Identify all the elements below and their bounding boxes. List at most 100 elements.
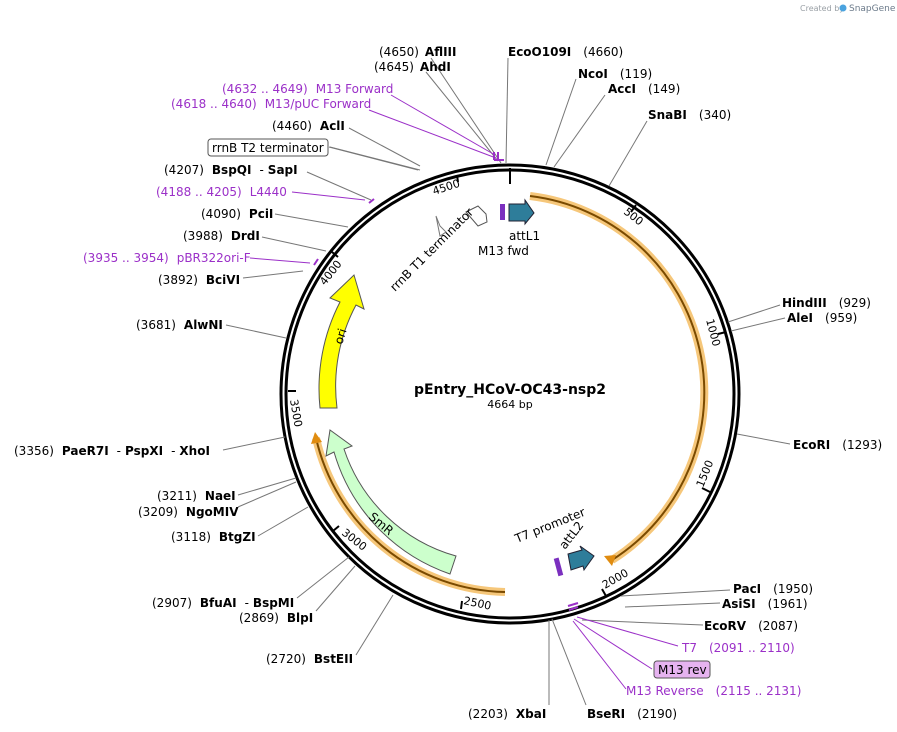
site-label[interactable]: EcoO109I(4660) xyxy=(508,45,623,59)
leader-line xyxy=(249,257,311,264)
site-label[interactable]: SnaBI(340) xyxy=(648,108,731,122)
leader-line xyxy=(274,213,349,228)
rrnb-t2-feature xyxy=(435,215,447,237)
m13-rev-label: M13 rev xyxy=(658,663,707,677)
leader-line xyxy=(237,481,297,508)
site-label[interactable]: (3988)DrdI xyxy=(183,229,260,243)
m13-rev-box[interactable]: M13 rev xyxy=(653,660,711,679)
primer-mark xyxy=(313,258,319,266)
m13-fwd-label: M13 fwd xyxy=(478,244,529,258)
leader-line xyxy=(291,191,366,201)
leader-line xyxy=(390,94,496,156)
m13-rev-box-frame xyxy=(653,660,711,679)
orf-main-arc xyxy=(529,195,706,561)
backbone-outer-ring xyxy=(279,163,741,625)
tick-mark xyxy=(332,525,340,532)
leader-line xyxy=(505,57,509,164)
primer-leader-lines xyxy=(249,94,679,690)
site-label[interactable]: (2907)BfuAI-BspMI xyxy=(152,596,294,610)
primer-mark xyxy=(567,602,579,607)
tick-label: 2500 xyxy=(462,594,492,613)
leader-line xyxy=(727,304,781,323)
orf-main-arrowhead-icon xyxy=(604,555,616,566)
primer-label[interactable]: M13 Reverse(2115 .. 2131) xyxy=(626,684,801,698)
rrnb-t2-label: rrnB T2 terminator xyxy=(212,141,324,155)
attl2-feature[interactable] xyxy=(567,545,595,572)
leader-line xyxy=(368,109,497,159)
primer-mark xyxy=(568,606,579,611)
site-label[interactable]: AccI(149) xyxy=(608,82,680,96)
attl1-feature[interactable] xyxy=(508,198,535,226)
leader-line xyxy=(425,71,499,162)
primer-marks xyxy=(313,152,579,611)
m13-fwd-primer-bar xyxy=(500,204,505,220)
tick-mark xyxy=(601,588,607,597)
site-label[interactable]: (3211)NaeI xyxy=(157,489,236,503)
primer-label[interactable]: (4618 .. 4640)M13/pUC Forward xyxy=(171,97,371,111)
position-ticks: 500 1000 1500 2000 2500 3000 3500 4000 4… xyxy=(287,174,727,613)
leader-line xyxy=(222,436,286,451)
rrnb-t1-label: rrnB T1 terminator xyxy=(387,205,476,294)
tick-mark xyxy=(717,331,727,335)
orf-smr-arrowhead-icon xyxy=(311,432,322,444)
leader-line xyxy=(624,602,721,608)
snapgene-credit: Created by SnapGene xyxy=(800,4,896,14)
leader-line xyxy=(257,506,309,537)
site-label[interactable]: (3356)PaeR7I-PspXI-XhoI xyxy=(14,444,210,458)
primer-label[interactable]: (4188 .. 4205)L4440 xyxy=(156,185,287,199)
site-label[interactable]: HindIII(929) xyxy=(782,296,871,310)
leader-line xyxy=(551,618,587,706)
tick-label: 1000 xyxy=(703,317,723,347)
leader-line xyxy=(348,127,421,167)
rrnb-t2-leader xyxy=(329,146,421,171)
site-label[interactable]: (3209)NgoMIV xyxy=(138,505,239,519)
leader-line xyxy=(553,94,606,168)
site-label[interactable]: (4645)AhdI xyxy=(374,60,451,74)
smr-feature[interactable] xyxy=(325,429,457,575)
credit-brand: SnapGene xyxy=(849,4,896,14)
primer-label[interactable]: T7(2091 .. 2110) xyxy=(681,641,795,655)
tick-mark xyxy=(456,174,459,183)
site-label[interactable]: (4207)BspQI-SapI xyxy=(164,163,298,177)
site-label[interactable]: (4460)AclI xyxy=(272,119,345,133)
site-label[interactable]: (2869)BlpI xyxy=(239,611,313,625)
site-label[interactable]: EcoRI(1293) xyxy=(793,438,882,452)
leader-line xyxy=(730,317,786,332)
site-label[interactable]: (3892)BciVI xyxy=(158,273,240,287)
leader-line xyxy=(237,477,297,496)
site-label[interactable]: (3681)AlwNI xyxy=(136,318,223,332)
plasmid-size: 4664 bp xyxy=(487,398,532,411)
rrnb-t1-feature[interactable] xyxy=(465,205,488,227)
plasmid-name: pEntry_HCoV-OC43-nsp2 xyxy=(414,382,606,398)
site-label[interactable]: PacI(1950) xyxy=(733,582,813,596)
site-label[interactable]: BseRI(2190) xyxy=(587,707,677,721)
site-label[interactable]: EcoRV(2087) xyxy=(704,619,798,633)
leader-line xyxy=(581,619,704,626)
site-label[interactable]: NcoI(119) xyxy=(578,67,652,81)
ori-feature[interactable] xyxy=(318,274,365,409)
primer-labels: (4632 .. 4649)M13 Forward (4618 .. 4640)… xyxy=(83,82,801,698)
site-label[interactable]: (4650)AflIII xyxy=(379,45,456,59)
leader-line xyxy=(430,57,502,164)
leader-line xyxy=(573,618,653,670)
site-label[interactable]: (2720)BstEII xyxy=(266,652,353,666)
attl1-label: attL1 xyxy=(509,229,540,243)
orf-main-arc-glow xyxy=(529,192,709,564)
tick-mark xyxy=(460,600,463,610)
site-label[interactable]: (4090)PciI xyxy=(201,207,273,221)
tick-mark xyxy=(701,487,711,493)
rrnb-t2-box[interactable]: rrnB T2 terminator xyxy=(207,138,329,157)
site-label[interactable]: AleI(959) xyxy=(787,311,857,325)
site-label[interactable]: (2203)XbaI xyxy=(468,707,546,721)
leader-line xyxy=(608,120,648,187)
leader-line xyxy=(315,565,356,612)
site-label[interactable]: (3118)BtgZI xyxy=(171,530,256,544)
leader-line xyxy=(572,620,627,690)
leader-line xyxy=(355,594,394,656)
t7-primer-bar xyxy=(553,557,564,577)
leader-line xyxy=(261,236,327,252)
primer-label[interactable]: (4632 .. 4649)M13 Forward xyxy=(222,82,393,96)
site-label[interactable]: AsiSI(1961) xyxy=(722,597,808,611)
primer-label[interactable]: (3935 .. 3954)pBR322ori-F xyxy=(83,251,251,265)
